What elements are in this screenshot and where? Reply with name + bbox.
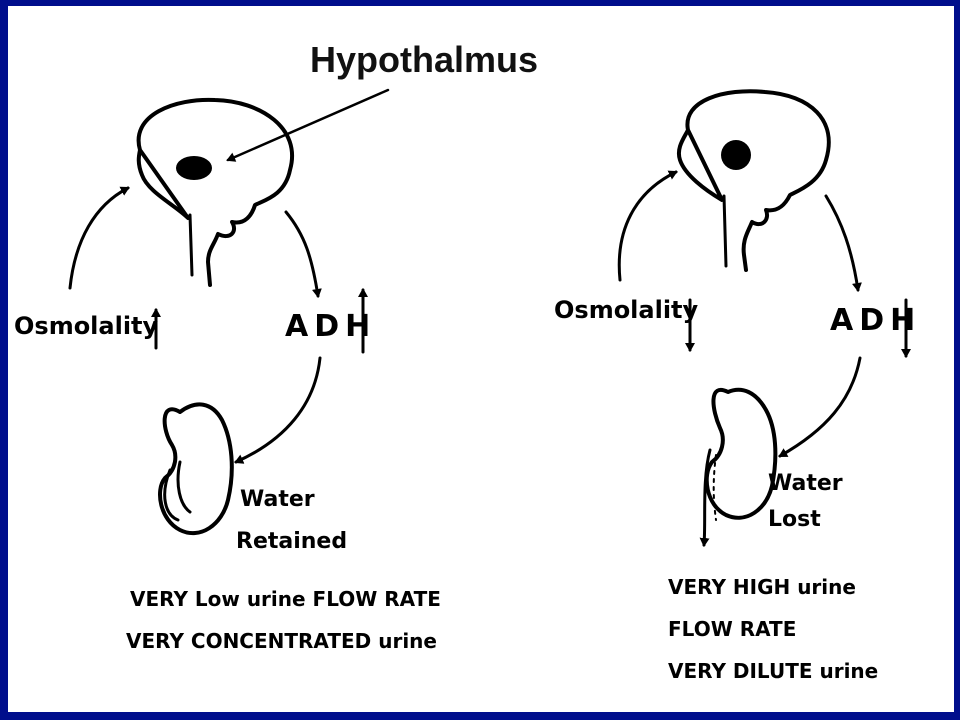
right-adh-label: ADH	[830, 303, 921, 338]
left-adh-label: ADH	[285, 309, 376, 344]
brain-icon	[677, 89, 831, 272]
right-osmolality-arrow	[617, 170, 678, 282]
left-outcome-line2: VERY CONCENTRATED urine	[126, 629, 437, 653]
brain-icon	[136, 97, 294, 287]
title-pointer-arrow	[226, 88, 390, 162]
slide-canvas	[8, 6, 954, 712]
hypothalamus-title: Hypothalmus	[310, 39, 538, 80]
left-retained-label: Retained	[236, 529, 347, 554]
left-osmolality-label: Osmolality	[14, 312, 159, 340]
left-outcome-line1: VERY Low urine FLOW RATE	[130, 587, 441, 611]
kidney-icon	[699, 387, 778, 547]
right-lost-label: Lost	[768, 507, 821, 532]
kidney-icon	[158, 402, 234, 536]
left-kidney-arrow	[234, 356, 322, 464]
right-adh-arrow	[824, 194, 862, 292]
right-panel: Osmolality ADH Water Lost VERY HIGH urin…	[554, 89, 921, 683]
right-kidney-arrow	[778, 356, 862, 458]
left-water-label: Water	[240, 487, 315, 512]
left-adh-arrow	[284, 210, 322, 298]
hypothalamus-dot	[721, 140, 751, 170]
left-osmolality-arrow	[68, 186, 130, 290]
left-panel: Osmolality ADH Water Retained VERY Low u…	[14, 97, 441, 653]
right-outcome-line1: VERY HIGH urine	[668, 575, 856, 599]
right-outcome-line3: VERY DILUTE urine	[668, 659, 878, 683]
right-water-label: Water	[768, 471, 843, 496]
hypothalamus-dot	[176, 156, 212, 180]
right-osmolality-label: Osmolality	[554, 296, 699, 324]
right-outcome-line2: FLOW RATE	[668, 617, 796, 641]
